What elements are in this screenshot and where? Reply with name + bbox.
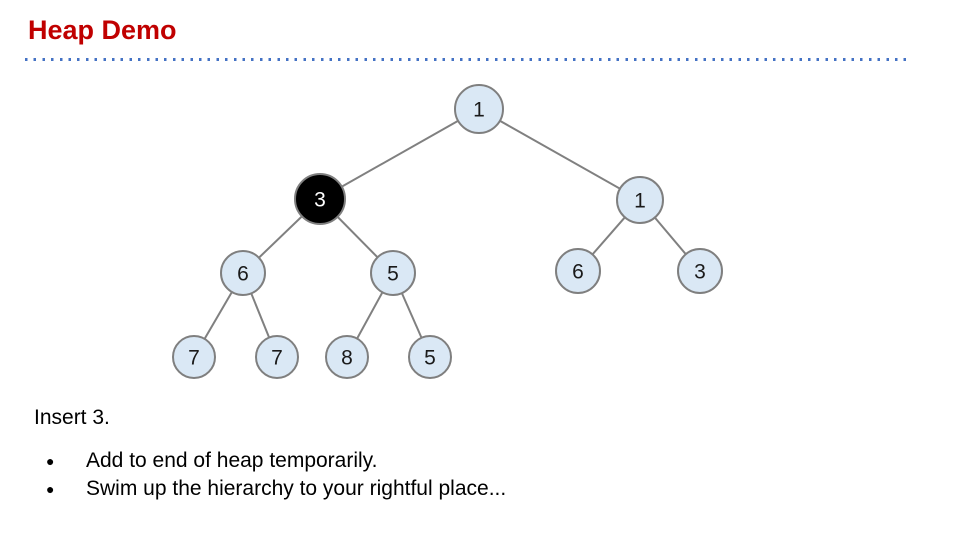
tree-node-label: 1 xyxy=(634,190,646,213)
tree-node-highlighted: 3 xyxy=(294,173,346,225)
tree-node-label: 7 xyxy=(271,347,283,370)
tree-node: 1 xyxy=(616,176,664,224)
tree-node: 6 xyxy=(220,250,266,296)
tree-node: 3 xyxy=(677,248,723,294)
bullet-text: Swim up the hierarchy to your rightful p… xyxy=(86,477,507,500)
tree-node-label: 6 xyxy=(237,263,249,286)
tree-node: 8 xyxy=(325,335,369,379)
tree-node-circle xyxy=(555,248,601,294)
bullet-icon: ● xyxy=(46,453,55,469)
tree-node: 6 xyxy=(555,248,601,294)
tree-node-circle xyxy=(616,176,664,224)
caption-heading: Insert 3. xyxy=(34,406,110,429)
tree-node-circle xyxy=(325,335,369,379)
tree-node-circle xyxy=(408,335,452,379)
tree-node-label: 6 xyxy=(572,261,584,284)
tree-node: 5 xyxy=(370,250,416,296)
tree-node-label: 3 xyxy=(694,261,706,284)
tree-edge xyxy=(478,108,641,201)
slide-title: Heap Demo xyxy=(28,15,177,45)
tree-node: 5 xyxy=(408,335,452,379)
tree-node-label: 3 xyxy=(314,189,326,212)
tree-node-label: 5 xyxy=(424,347,436,370)
tree-node: 1 xyxy=(454,84,504,134)
caption: Insert 3. ● Add to end of heap temporari… xyxy=(0,405,960,503)
tree-edge xyxy=(319,108,480,200)
bullet-icon: ● xyxy=(46,481,55,497)
bullet-text: Add to end of heap temporarily. xyxy=(86,449,378,472)
tree-node-label: 5 xyxy=(387,263,399,286)
tree-node-label: 7 xyxy=(188,347,200,370)
bullet-item: ● Add to end of heap temporarily. xyxy=(0,447,960,475)
tree-node-label: 1 xyxy=(473,99,485,122)
bullet-item: ● Swim up the hierarchy to your rightful… xyxy=(0,475,960,503)
tree-node-circle xyxy=(220,250,266,296)
tree-node-circle xyxy=(454,84,504,134)
tree-node: 7 xyxy=(172,335,216,379)
bullet-list: ● Add to end of heap temporarily. ● Swim… xyxy=(0,447,960,503)
tree-node-circle xyxy=(172,335,216,379)
tree-node-circle xyxy=(294,173,346,225)
tree-node-circle xyxy=(370,250,416,296)
tree-node: 7 xyxy=(255,335,299,379)
tree-node-circle xyxy=(255,335,299,379)
tree-node-label: 8 xyxy=(341,347,353,370)
dotted-divider xyxy=(25,58,910,61)
tree-node-circle xyxy=(677,248,723,294)
